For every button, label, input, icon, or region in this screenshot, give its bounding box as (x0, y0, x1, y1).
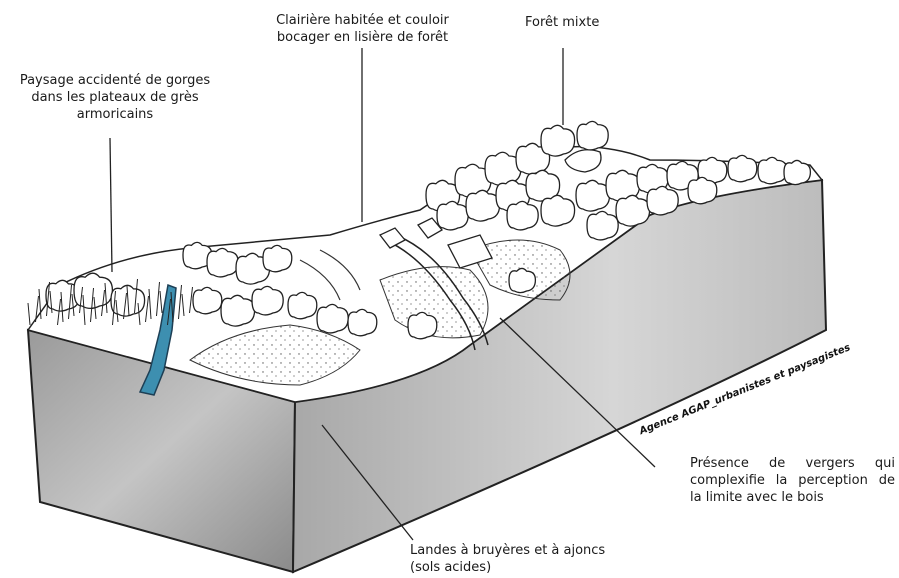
tree (507, 201, 538, 230)
tree (317, 304, 348, 333)
tree (587, 211, 618, 240)
tree (576, 180, 610, 211)
label-landes: Landes à bruyères et à ajoncs (sols acid… (410, 542, 650, 576)
tree (541, 125, 575, 156)
tree (466, 190, 500, 221)
tree (288, 292, 317, 318)
gorse-stroke (28, 303, 30, 325)
tree (616, 195, 650, 226)
label-clairiere: Clairière habitée et couloir bocager en … (255, 12, 470, 46)
tree (784, 160, 810, 184)
tree (221, 295, 255, 326)
tree (647, 186, 678, 215)
label-gorges: Paysage accidenté de gorges dans les pla… (10, 72, 220, 123)
tree (348, 309, 377, 335)
tree (193, 287, 222, 313)
tree (408, 312, 437, 338)
tree (252, 286, 283, 315)
tree (207, 248, 238, 277)
tree (437, 201, 468, 230)
tree (509, 268, 535, 292)
tree (541, 195, 575, 226)
tree (688, 177, 717, 203)
tree (577, 121, 608, 150)
tree (728, 155, 757, 181)
label-vergers: Présence de vergers qui complexifie la p… (690, 455, 895, 506)
label-foret: Forêt mixte (525, 14, 625, 31)
tree (263, 245, 292, 271)
tree (758, 157, 787, 183)
